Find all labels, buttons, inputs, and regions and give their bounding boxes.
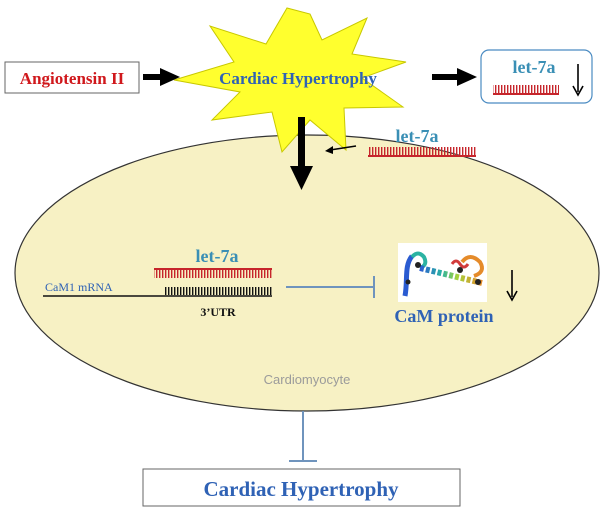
cardiomyocyte-cell (14, 134, 600, 412)
let7a-box-mirna (493, 85, 559, 95)
cell-let7a-mirna (154, 268, 272, 278)
outcome-label: Cardiac Hypertrophy (203, 477, 399, 501)
outcome-box (142, 468, 461, 507)
mid-let7a-mirna (368, 147, 476, 157)
hypertrophy-burst (173, 7, 407, 154)
cam-protein-label: CaM protein (394, 306, 493, 326)
inhibition-arrow-cam (286, 276, 375, 298)
utr-binding-site (164, 287, 272, 295)
mid-let7a-label: let-7a (396, 126, 439, 146)
angiotensin-box (4, 61, 140, 94)
let7a-box-label: let-7a (513, 57, 556, 77)
burst-to-cell-arrow (290, 117, 313, 190)
burst-to-let7a-arrow (432, 68, 477, 86)
protein-structure-icon (398, 243, 487, 302)
angiotensin-to-burst-arrow (143, 68, 180, 86)
mirna-into-cell-arrow (325, 145, 357, 154)
angiotensin-label: Angiotensin II (20, 69, 125, 88)
utr-label: 3’UTR (200, 305, 236, 319)
cam-down-arrow-icon (506, 270, 518, 302)
cardiomyocyte-label: Cardiomyocyte (264, 372, 351, 387)
cam1-mrna-label: CaM1 mRNA (45, 280, 113, 294)
burst-label: Cardiac Hypertrophy (219, 69, 377, 88)
down-arrow-icon (572, 64, 584, 97)
cell-let7a-label: let-7a (196, 246, 239, 266)
inhibition-arrow-outcome (289, 411, 317, 462)
